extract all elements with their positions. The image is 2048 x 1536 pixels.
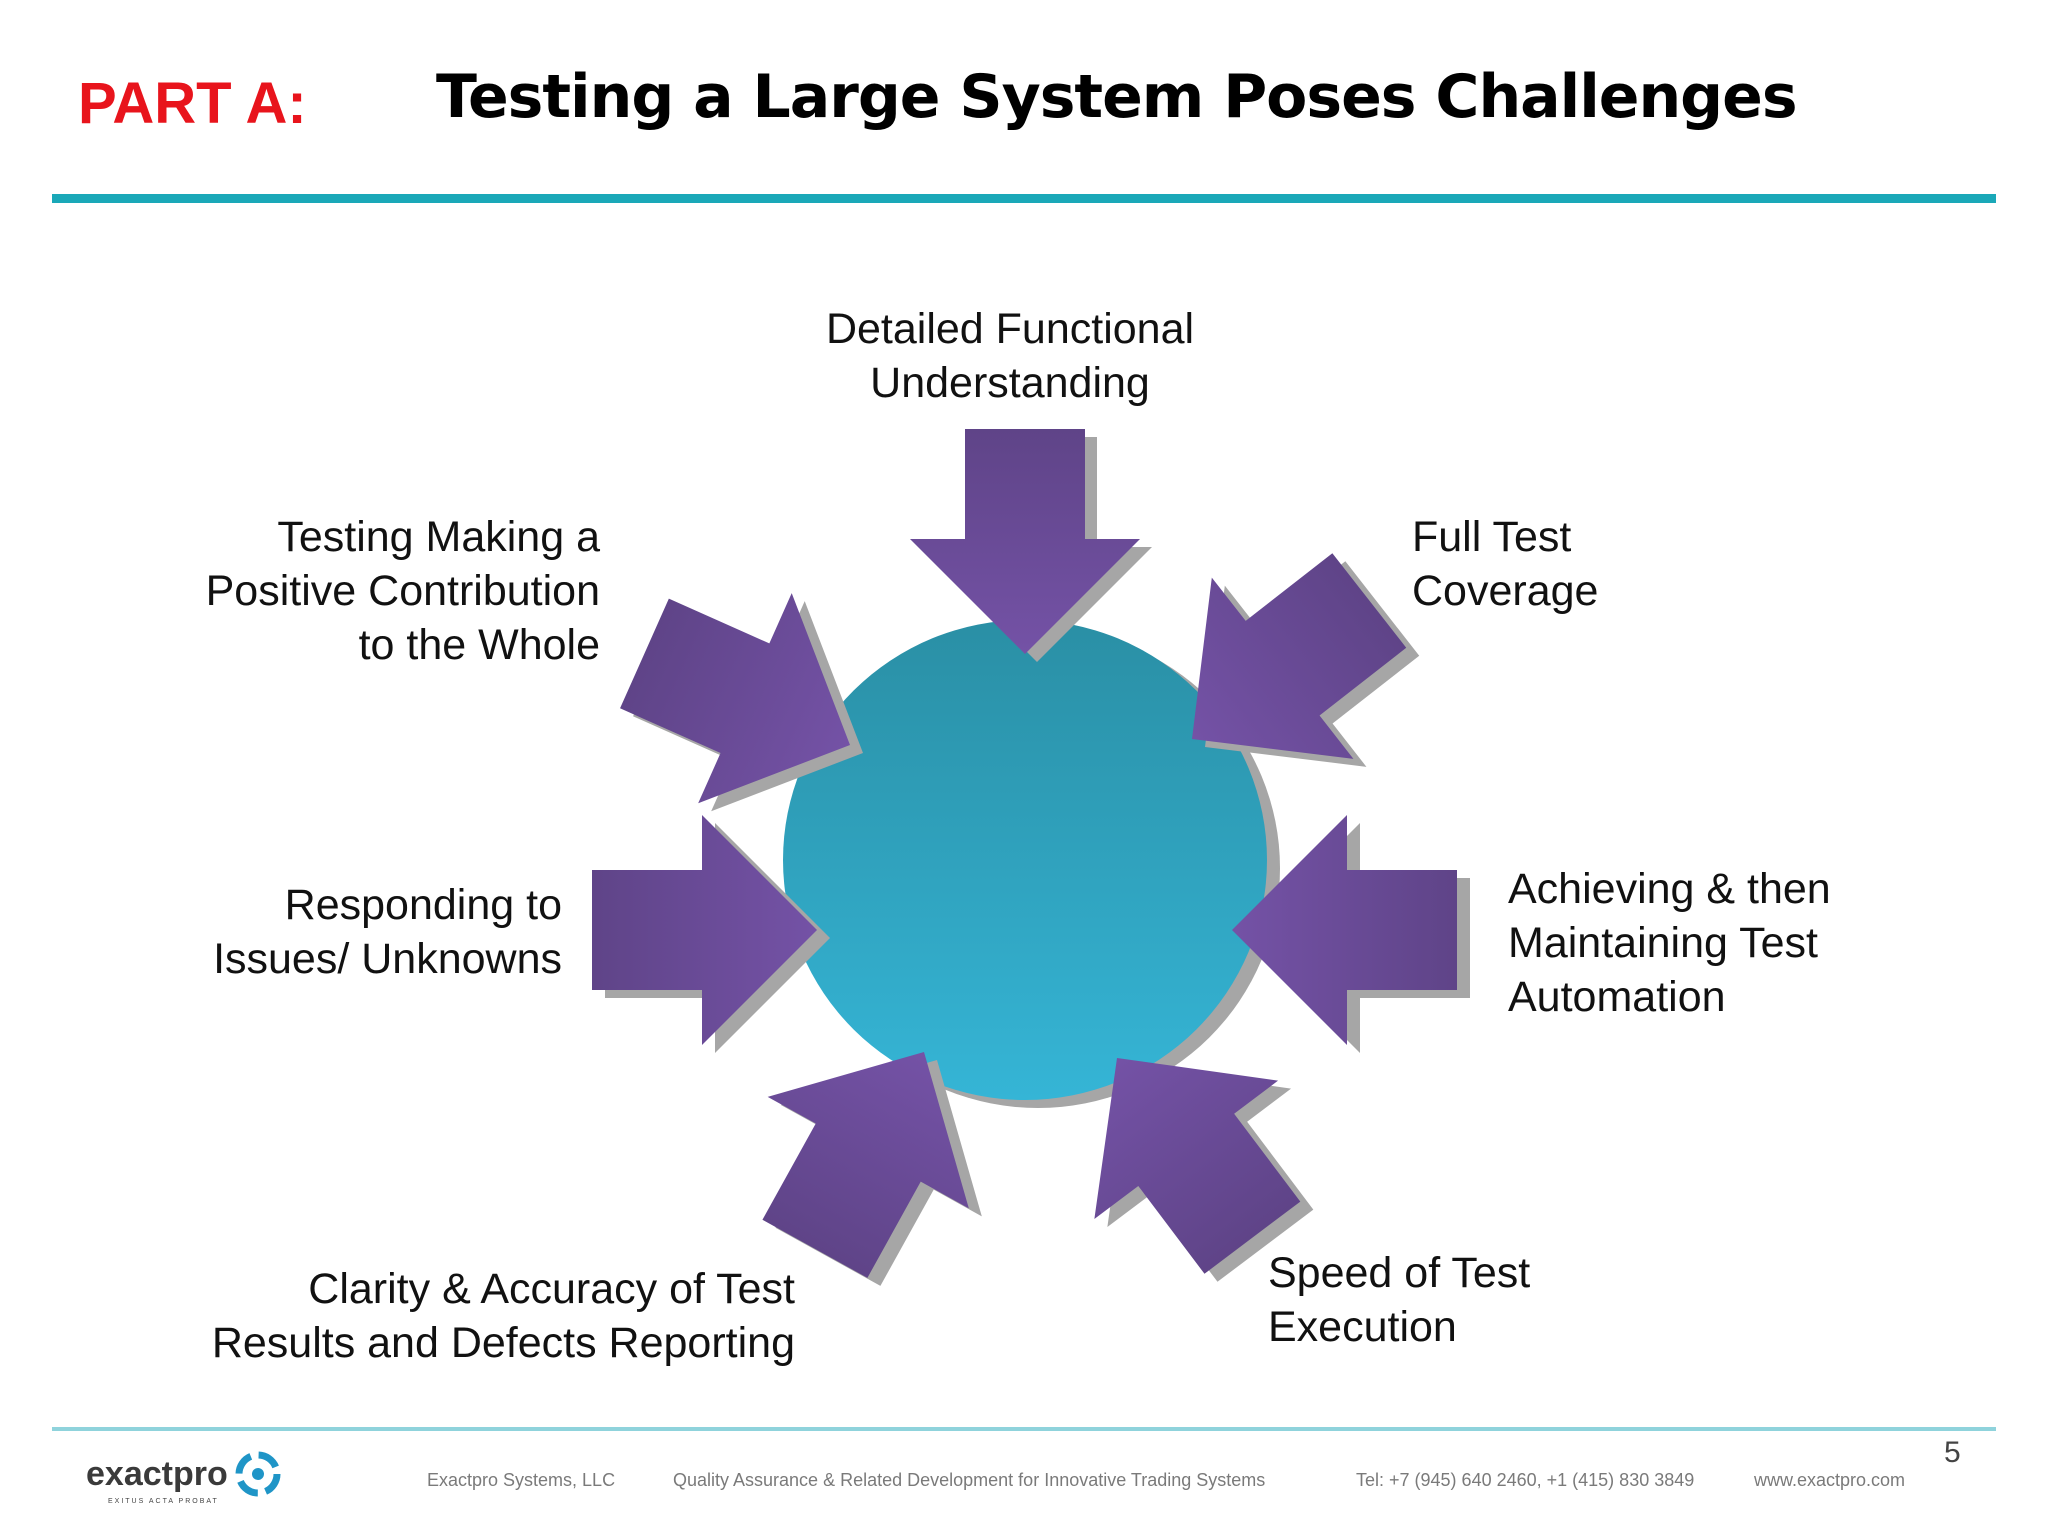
label-left: Responding to Issues/ Unknowns: [213, 881, 562, 983]
footer-divider: [52, 1427, 1996, 1431]
page-number: 5: [1944, 1436, 1961, 1469]
slide-title: Testing a Large System Poses Challenges: [436, 62, 1798, 132]
footer-phone: Tel: +7 (945) 640 2460, +1 (415) 830 384…: [1356, 1470, 1695, 1490]
logo-tagline: EXITUS ACTA PROBAT: [108, 1498, 219, 1505]
center-circle: [783, 620, 1267, 1100]
arrow-top: [910, 429, 1152, 662]
label-top-right: Full Test Coverage: [1412, 513, 1599, 615]
logo-swirl-icon: [235, 1451, 281, 1497]
footer-company: Exactpro Systems, LLC: [427, 1470, 616, 1490]
label-bottom-left: Clarity & Accuracy of Test Results and D…: [211, 1265, 795, 1367]
logo-text: exactpro: [86, 1454, 228, 1493]
part-label: PART A:: [78, 71, 307, 136]
footer-website[interactable]: www.exactpro.com: [1754, 1470, 1906, 1490]
label-top-left: Testing Making a Positive Contribution t…: [205, 513, 600, 669]
label-bottom-right: Speed of Test Execution: [1268, 1249, 1531, 1351]
header-divider: [52, 194, 1996, 203]
label-right: Achieving & then Maintaining Test Automa…: [1508, 865, 1831, 1021]
label-top: Detailed Functional Understanding: [825, 305, 1195, 407]
footer-tagline: Quality Assurance & Related Development …: [673, 1470, 1266, 1490]
exactpro-logo: exactpro EXITUS ACTA PROBAT: [86, 1450, 282, 1505]
